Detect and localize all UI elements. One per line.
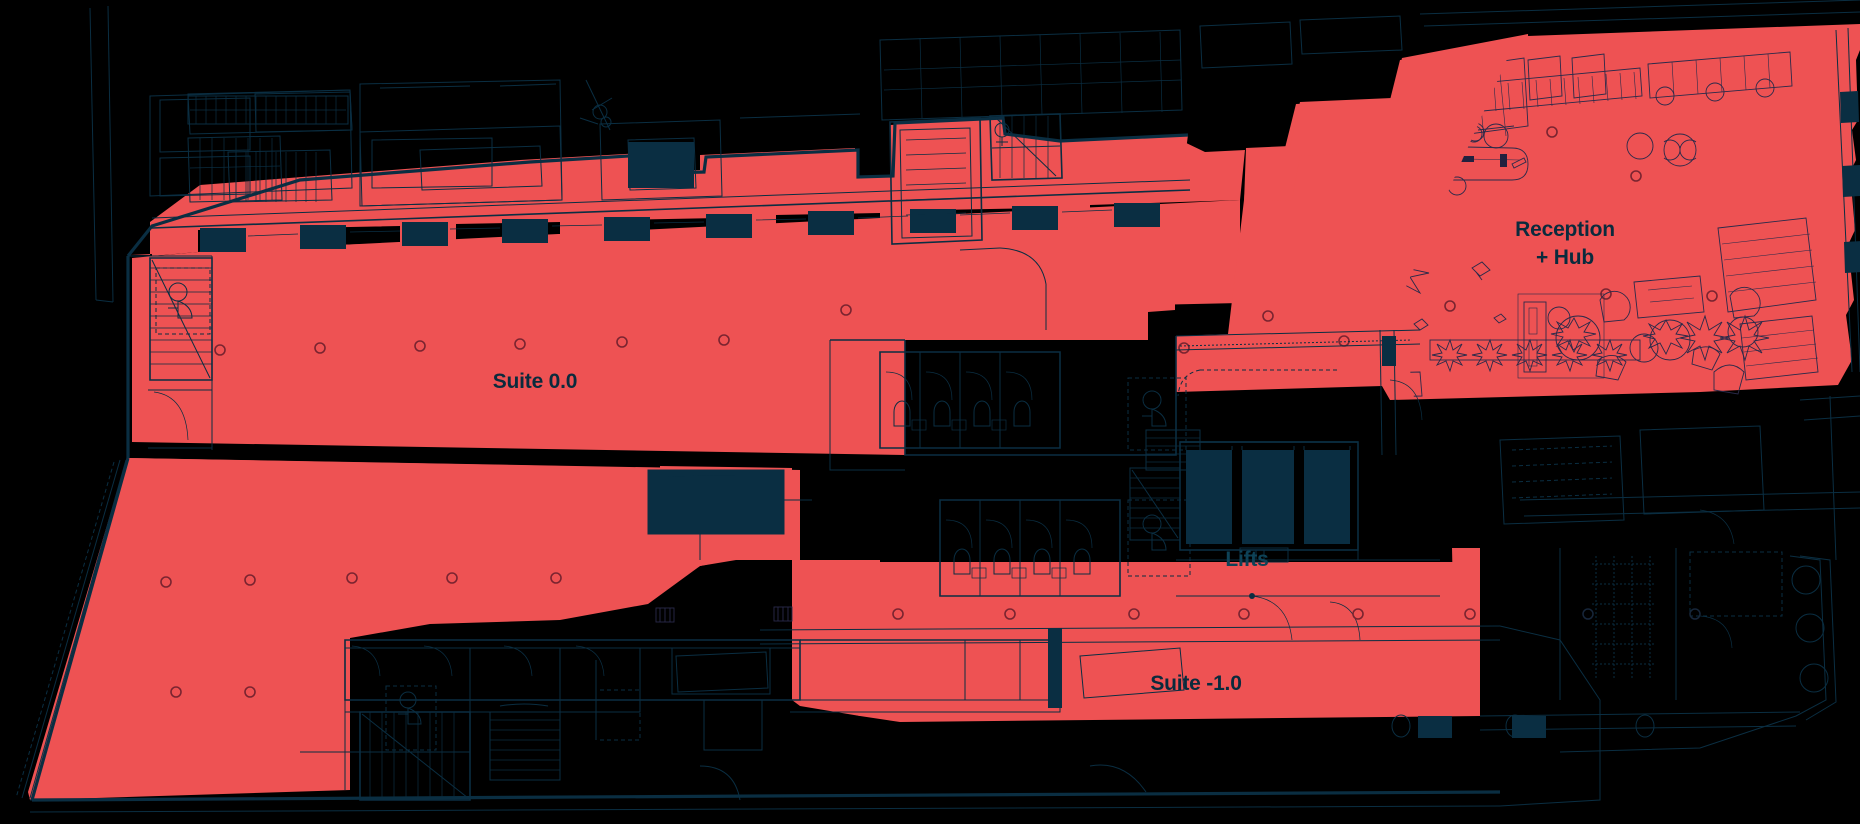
centre-counter [671,647,771,695]
stair-south [300,711,471,801]
bottom-doors [1391,714,1655,738]
riser-block-north [889,117,983,245]
column-marker [1689,608,1701,620]
column-marker [514,338,526,350]
planter-row [1429,338,1641,373]
site-symbol-tree [579,79,613,131]
zone-label-lifts: Lifts [1225,548,1268,571]
stair-core-left [1129,467,1181,541]
bench-glyphs [655,606,793,623]
wc-row-upper [879,351,1061,449]
central-core [829,336,1440,641]
zone-label-suite-minus-1-0: Suite -1.0 [1150,672,1241,695]
column-marker [1706,290,1718,302]
north-block-rooms [151,89,1191,330]
column-marker [718,334,730,346]
lift-car-3[interactable] [1304,450,1350,544]
column-marker [414,340,426,352]
lift-core[interactable] [1179,441,1359,563]
column-marker [1444,300,1456,312]
zone-fill-suite-0-0-main[interactable] [132,204,1175,455]
lower-right-block [1391,395,1860,753]
zone-label-reception-line2: + Hub [1536,246,1594,269]
left-diagonal-wall [15,459,127,799]
accessible-wc-south [385,685,437,751]
column-marker [244,574,256,586]
column-marker [1352,608,1364,620]
reception-facade-right [1835,27,1860,373]
reception-round-tables [1626,132,1697,167]
structural-columns [160,126,1718,698]
column-marker [1582,608,1594,620]
column-marker [1630,170,1642,182]
lift-lobby-lines [1175,329,1421,456]
centre-bay-block [647,469,812,560]
top-right-bays [879,29,1183,121]
reception-booth-seating [1647,51,1793,106]
stair-core-upper-left [187,89,353,203]
zone-labels: Suite 0.0 Reception + Hub Suite -1.0 Lif… [493,218,1615,695]
southwest-block [128,255,213,450]
lift-car-1[interactable] [1186,450,1232,544]
south-centre-block [300,628,1185,801]
column-marker [616,336,628,348]
zone-label-suite-0-0: Suite 0.0 [493,370,578,393]
accessible-wc-icon-north [994,122,1010,146]
decor-glyphs [1413,261,1507,331]
bench-icon [773,606,793,622]
column-marker [1546,126,1558,138]
accessible-wc-core-upper [1127,377,1187,451]
stair-core-central [1145,429,1201,471]
north-wall-columns [200,203,1160,252]
column-marker [1262,310,1274,322]
reception-perimeter-seating [1717,217,1819,381]
stair-core-north-right [989,113,1063,181]
north-glazing [247,209,1113,237]
column-marker [1128,608,1140,620]
zone-label-reception-line1: Reception [1515,218,1615,241]
column-marker [1178,342,1190,354]
bench-icon [655,607,675,623]
column-marker [892,608,904,620]
reception-lounge [1629,275,1761,395]
stair-south-2 [489,703,561,781]
column-marker [170,686,182,698]
column-marker [346,572,358,584]
accessible-wc-sw [155,267,211,335]
column-marker [160,576,172,588]
column-marker [314,342,326,354]
wc-row-lower [939,499,1121,597]
column-marker [1238,608,1250,620]
column-marker [1464,608,1476,620]
column-marker [214,344,226,356]
lift-car-2[interactable] [1242,450,1294,544]
zone-fill-suite-minus-1-body[interactable] [792,548,1480,716]
column-marker [446,572,458,584]
stair-top-left [187,95,349,125]
column-marker [840,304,852,316]
column-marker [244,686,256,698]
column-marker [550,572,562,584]
zone-fill-suite-minus-1-trapezoid[interactable] [32,458,800,800]
zone-fill-reception-upper-strip[interactable] [1244,34,1530,202]
column-marker [1004,608,1016,620]
plant-room-louvres [1592,556,1656,680]
